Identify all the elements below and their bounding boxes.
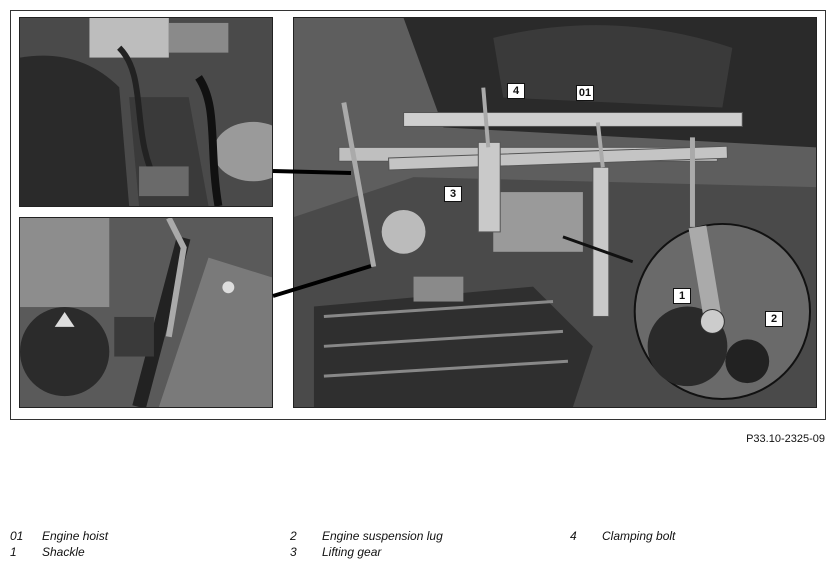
legend-item: 2 Engine suspension lug: [290, 528, 443, 544]
detail-photo-bottom: [19, 217, 273, 408]
callout-01: 01: [576, 85, 594, 101]
legend-number: 4: [570, 529, 577, 543]
figure-id: P33.10-2325-09: [746, 433, 825, 445]
legend-label: Engine hoist: [42, 529, 109, 543]
legend-number: 1: [10, 545, 17, 559]
legend-column-3: 4 Clamping bolt: [570, 528, 675, 544]
callout-4: 4: [507, 83, 525, 99]
legend-item: 4 Clamping bolt: [570, 528, 675, 544]
legend-item: 01 Engine hoist: [10, 528, 108, 544]
figure-frame: 01 4 3 1 2: [10, 10, 826, 420]
detail-photo-top: [19, 17, 273, 207]
legend-number: 01: [10, 529, 24, 543]
legend-item: 1 Shackle: [10, 544, 108, 560]
legend-label: Shackle: [42, 545, 85, 559]
callout-2: 2: [765, 311, 783, 327]
legend-item: 3 Lifting gear: [290, 544, 443, 560]
callout-1: 1: [673, 288, 691, 304]
callout-3: 3: [444, 186, 462, 202]
legend-label: Clamping bolt: [602, 529, 676, 543]
legend-column-1: 01 Engine hoist 1 Shackle: [10, 528, 108, 560]
legend-label: Engine suspension lug: [322, 529, 443, 543]
legend-number: 2: [290, 529, 297, 543]
engine-bay-photo: [293, 17, 817, 408]
legend-column-2: 2 Engine suspension lug 3 Lifting gear: [290, 528, 443, 560]
legend-label: Lifting gear: [322, 545, 382, 559]
legend-number: 3: [290, 545, 297, 559]
